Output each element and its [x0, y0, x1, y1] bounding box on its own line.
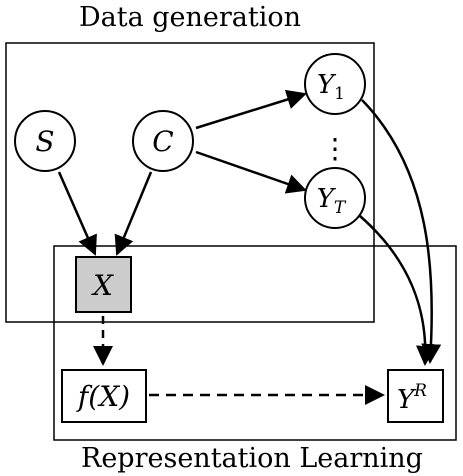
node-yt-sub: T: [334, 198, 347, 218]
node-yr-label: YR: [397, 381, 427, 415]
node-c-label: C: [152, 125, 173, 158]
node-y1-sub: 1: [334, 84, 345, 104]
edge-y1-to-yr: [361, 99, 442, 364]
node-x-box: [75, 256, 132, 313]
node-x-label: X: [91, 269, 114, 302]
node-s-circle: [14, 110, 76, 172]
node-c-circle: [132, 110, 194, 172]
node-yt: YT: [304, 167, 366, 229]
node-fx-label: f(X): [76, 380, 130, 413]
node-yr-box: [387, 369, 444, 423]
node-yr: YR: [387, 369, 444, 423]
node-yt-base: Y: [317, 184, 337, 214]
node-yt-circle: [304, 167, 366, 229]
node-fx: f(X): [61, 369, 147, 423]
node-y1-label: Y1: [317, 70, 345, 104]
node-s-label: S: [35, 125, 54, 158]
data-generation-box: [5, 42, 375, 323]
edge-s-to-x: [57, 171, 97, 256]
edge-c-to-yt: [195, 150, 307, 194]
node-x: X: [75, 256, 132, 313]
representation-learning-title: Representation Learning: [81, 443, 423, 474]
node-yr-sup: R: [413, 381, 427, 401]
node-yt-label: YT: [317, 184, 347, 218]
node-y1-base: Y: [317, 70, 337, 100]
ellipsis-vertical: ⋮: [321, 132, 349, 165]
representation-learning-box: [53, 245, 457, 441]
node-y1-circle: [304, 53, 366, 115]
node-yr-base: Y: [397, 385, 417, 415]
edge-yt-to-yr: [359, 215, 436, 366]
node-c: C: [132, 110, 194, 172]
edge-c-to-y1: [195, 89, 307, 130]
node-y1: Y1: [304, 53, 366, 115]
node-s: S: [14, 110, 76, 172]
node-fx-box: [61, 369, 147, 423]
data-generation-title: Data generation: [79, 2, 301, 33]
edge-c-to-x: [114, 171, 153, 256]
